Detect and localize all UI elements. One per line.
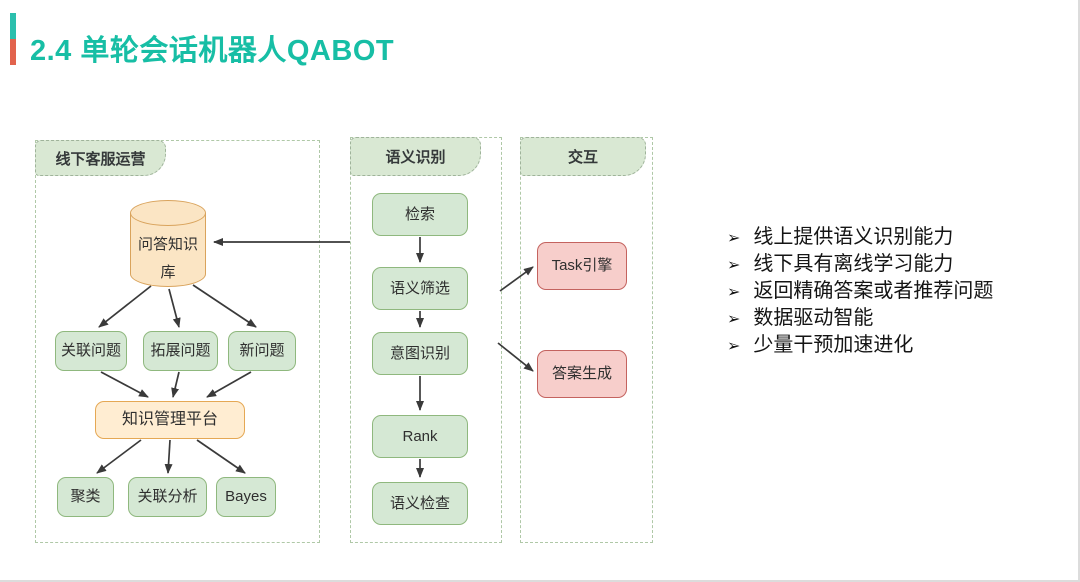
cylinder-top [130, 200, 206, 226]
node-clustering: 聚类 [57, 477, 114, 517]
list-item: ➢ 线上提供语义识别能力 [727, 224, 993, 251]
node-expanded-questions: 拓展问题 [143, 331, 218, 371]
list-item: ➢ 数据驱动智能 [727, 305, 993, 332]
group-offline-ops [35, 140, 320, 543]
list-item: ➢ 线下具有离线学习能力 [727, 251, 993, 278]
group-label-semantic-recognition: 语义识别 [350, 137, 481, 176]
key-point-text: 返回精确答案或者推荐问题 [753, 280, 994, 302]
key-point-text: 数据驱动智能 [753, 307, 874, 329]
accent-bar-teal [10, 13, 16, 39]
bullet-arrow-icon: ➢ [727, 336, 741, 355]
node-knowledge-base: 问答知识 库 [130, 200, 206, 287]
key-points-list: ➢ 线上提供语义识别能力 ➢ 线下具有离线学习能力 ➢ 返回精确答案或者推荐问题… [727, 224, 993, 359]
node-semantic-check: 语义检查 [372, 482, 468, 525]
page-title: 2.4 单轮会话机器人QABOT [30, 35, 395, 67]
bullet-arrow-icon: ➢ [727, 282, 741, 301]
node-semantic-filter: 语义筛选 [372, 267, 468, 310]
bullet-arrow-icon: ➢ [727, 309, 741, 328]
key-point-text: 线下具有离线学习能力 [753, 253, 954, 275]
node-related-questions: 关联问题 [55, 331, 127, 371]
title-accent-bar [10, 13, 16, 65]
node-answer-generation: 答案生成 [537, 350, 627, 398]
node-new-questions: 新问题 [228, 331, 296, 371]
node-task-engine: Task引擎 [537, 242, 627, 290]
list-item: ➢ 少量干预加速进化 [727, 332, 993, 359]
node-association-analysis: 关联分析 [128, 477, 207, 517]
accent-bar-orange [10, 39, 16, 65]
node-rank: Rank [372, 415, 468, 458]
node-intent-recognition: 意图识别 [372, 332, 468, 375]
group-interaction [520, 137, 653, 543]
node-retrieval: 检索 [372, 193, 468, 236]
bullet-arrow-icon: ➢ [727, 228, 741, 247]
list-item: ➢ 返回精确答案或者推荐问题 [727, 278, 993, 305]
group-label-offline-ops: 线下客服运营 [35, 140, 166, 176]
key-point-text: 线上提供语义识别能力 [753, 226, 954, 248]
group-label-interaction: 交互 [520, 137, 646, 176]
bullet-arrow-icon: ➢ [727, 255, 741, 274]
node-knowledge-mgmt-platform: 知识管理平台 [95, 401, 245, 439]
knowledge-base-label: 问答知识 库 [137, 236, 198, 281]
key-point-text: 少量干预加速进化 [753, 334, 914, 356]
node-bayes: Bayes [216, 477, 276, 517]
